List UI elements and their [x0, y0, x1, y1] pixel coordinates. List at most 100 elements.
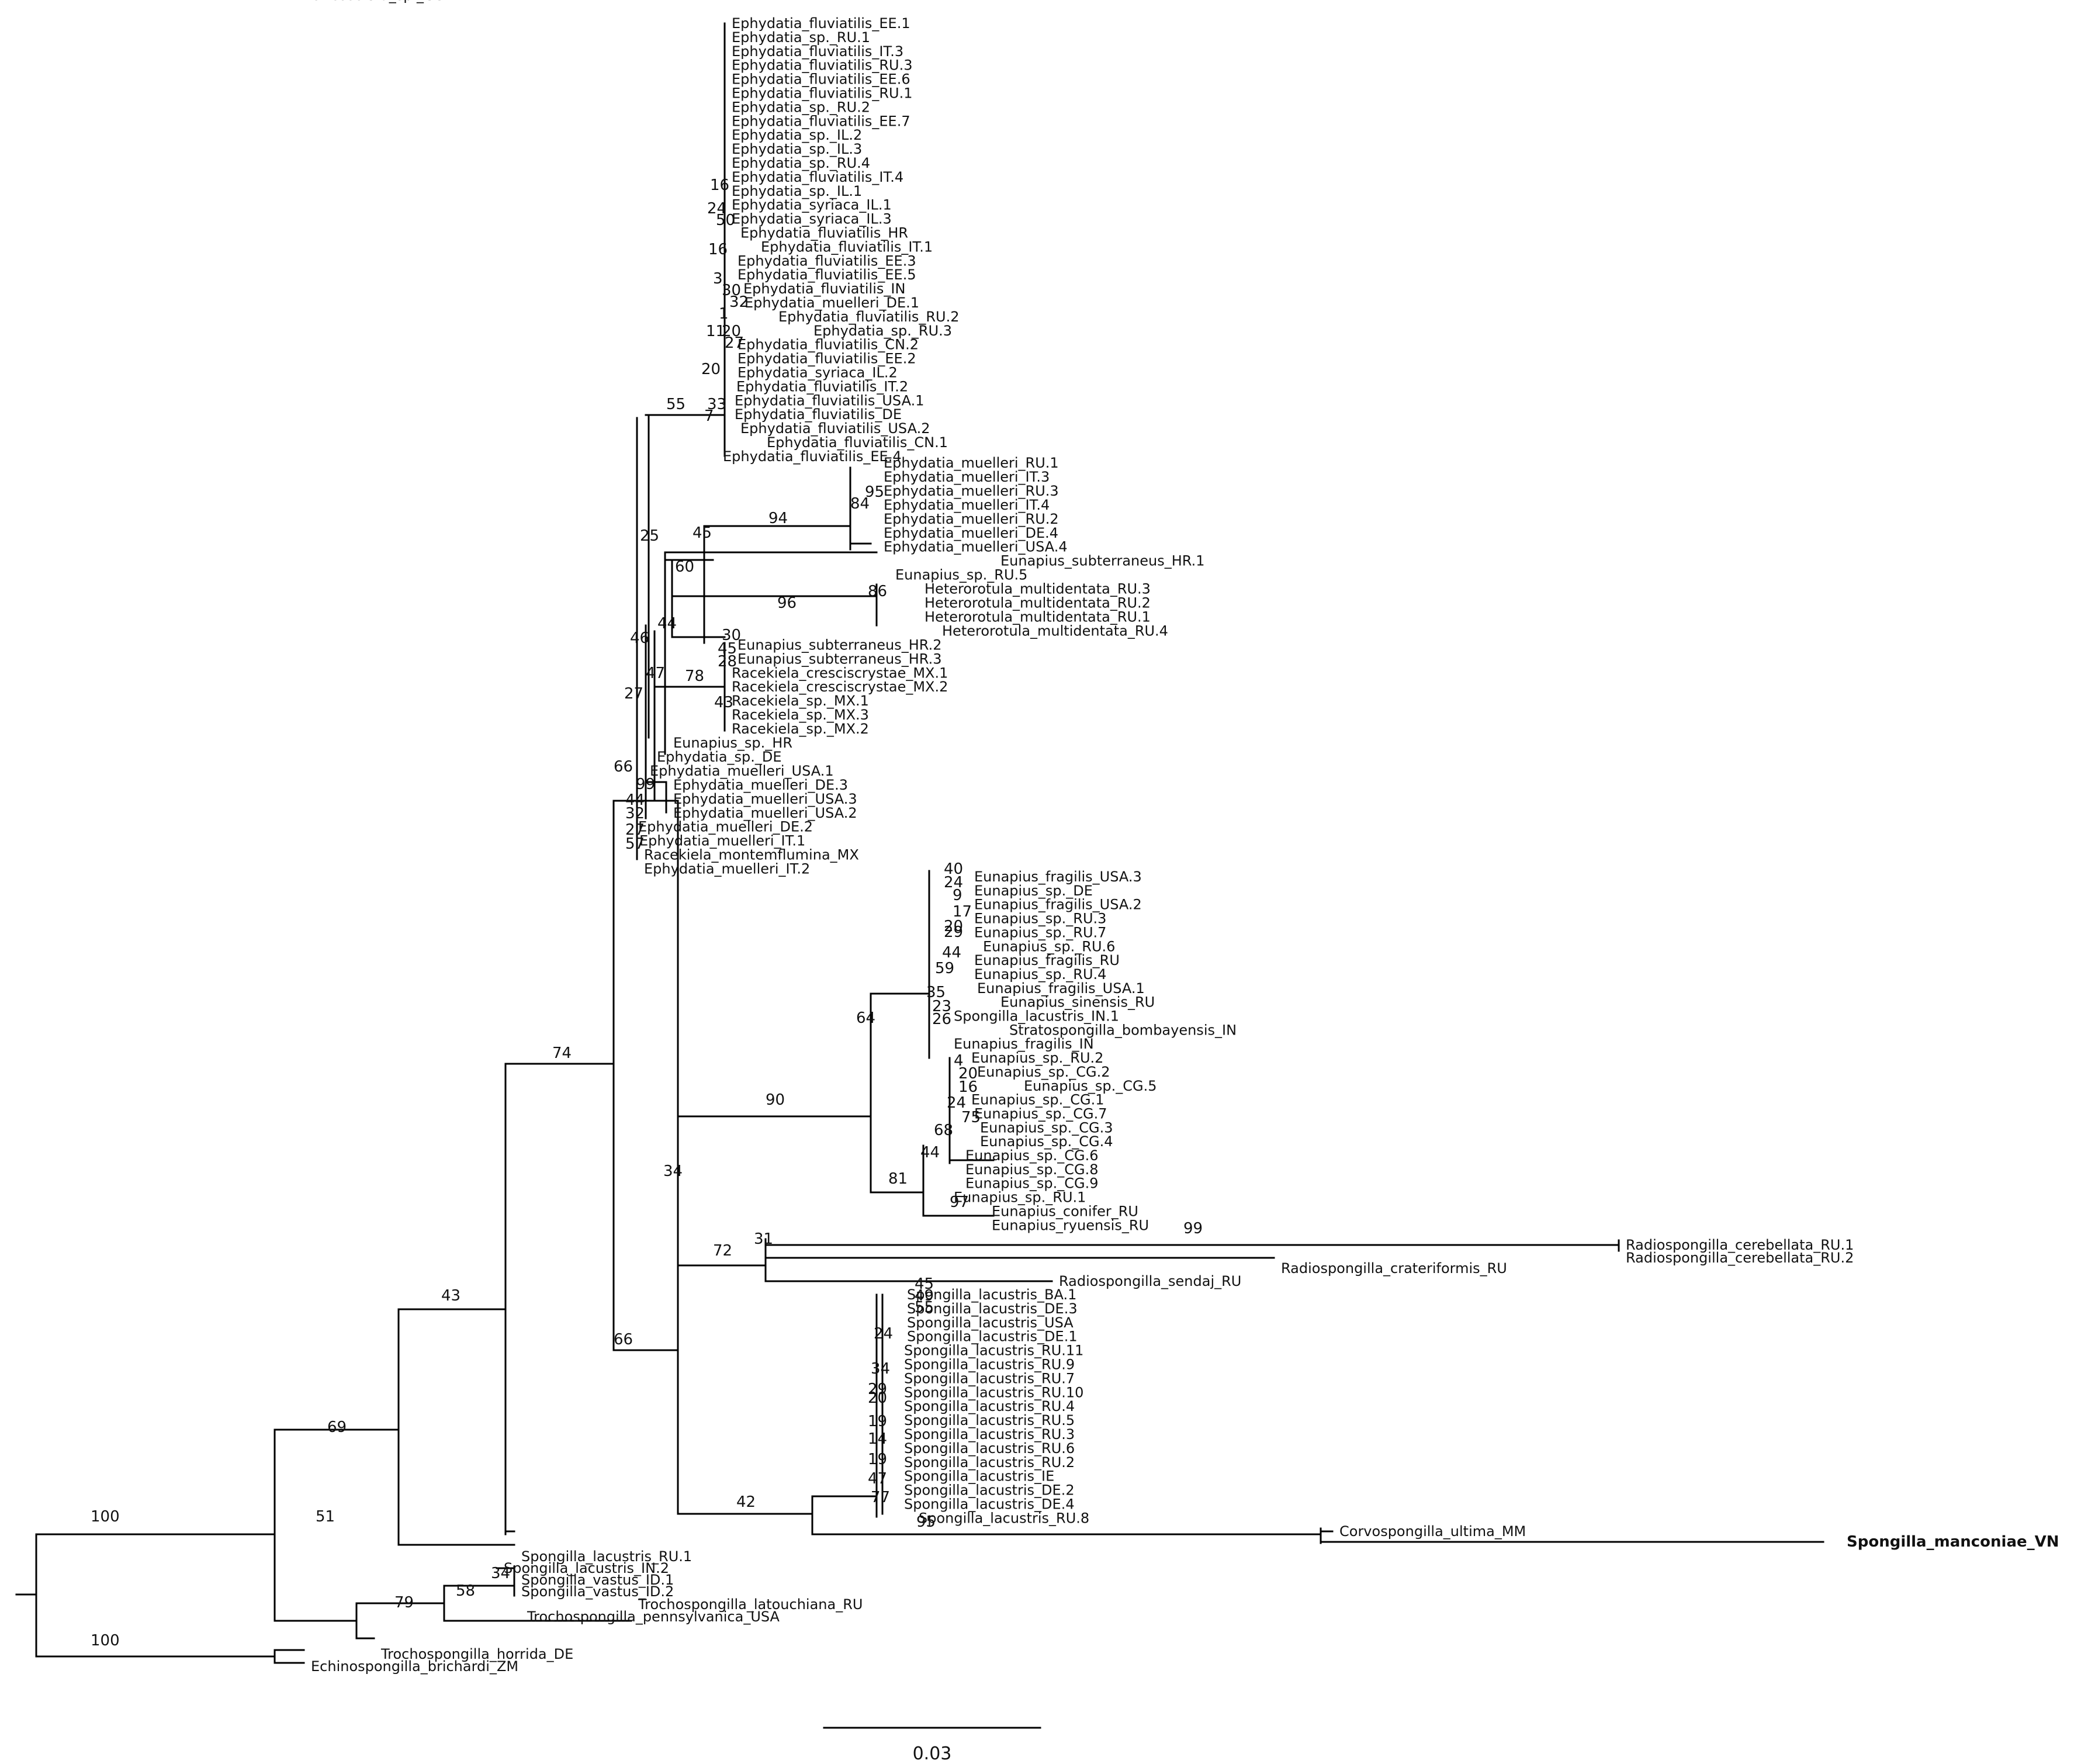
support-value: 86: [868, 583, 887, 600]
support-value: 24: [874, 1325, 893, 1343]
leaf-label: Spongilla_lacustris_RU.2: [904, 1454, 1075, 1471]
leaf-label: Spongilla_lacustris_RU.3: [904, 1426, 1075, 1443]
leaf-label: Ephydatia_syriaca_IL.2: [737, 365, 898, 381]
leaf-label: Eunapius_sp._DE: [974, 883, 1093, 899]
support-value: 96: [777, 594, 797, 612]
leaf-label: Racekiela_montemflumina_MX: [644, 847, 859, 863]
leaf-label: Spongilla_lacustris_RU.1: [521, 1548, 692, 1565]
leaf-label: Ephydatia_sp._RU.2: [732, 99, 870, 115]
support-value: 14: [868, 1430, 887, 1448]
support-value: 25: [640, 527, 659, 545]
support-value: 20: [868, 1389, 887, 1407]
leaf-label: Spongilla_lacustris_RU.6: [904, 1440, 1075, 1457]
leaf-label: Trochospongilla_latouchiana_RU: [638, 1596, 863, 1613]
support-value: 20: [722, 323, 741, 340]
support-value: 99: [636, 776, 655, 793]
leaf-label: Ephydatia_fluviatilis_EE.5: [737, 267, 916, 283]
tree-labels: Ephydatia_fluviatilis_EE.1Ephydatia_sp._…: [91, 0, 2059, 1675]
leaf-label: Ephydatia_fluviatilis_CN.2: [737, 337, 919, 353]
support-value: 59: [935, 960, 954, 977]
support-value: 35: [926, 984, 946, 1001]
support-value: 20: [958, 1065, 978, 1082]
leaf-label: Ephydatia_syriaca_IL.1: [732, 197, 892, 213]
support-value: 44: [920, 1144, 940, 1161]
leaf-label: Spongilla_lacustris_RU.5: [904, 1412, 1075, 1429]
leaf-label: Trochospongilla_horrida_DE: [380, 1646, 573, 1662]
leaf-label: Spongilla_lacustris_IE: [904, 1468, 1054, 1485]
support-value: 3: [713, 270, 723, 288]
leaf-label: Spongilla_lacustris_RU.8: [919, 1510, 1089, 1526]
leaf-label: Stratospongilla_bombayensis_IN: [1009, 1022, 1237, 1038]
leaf-label: Ephydatia_syriaca_IL.3: [732, 211, 892, 227]
support-value: 75: [961, 1109, 981, 1126]
leaf-label: Ephydatia_muelleri_IT.2: [644, 861, 810, 877]
leaf-label: Ephydatia_muelleri_USA.3: [673, 791, 857, 807]
leaf-label: Ephydatia_sp._IL.2: [732, 127, 862, 143]
leaf-label: Spongilla_lacustris_RU.7: [904, 1370, 1075, 1386]
support-value: 42: [736, 1493, 756, 1511]
support-value: 16: [710, 177, 729, 194]
leaf-label: Eunapius_fragilis_IN: [954, 1036, 1094, 1052]
leaf-label: Ephydatia_muelleri_USA.4: [884, 539, 1068, 555]
support-value: 78: [685, 667, 704, 685]
support-value: 26: [932, 1011, 951, 1028]
leaf-label: Ephydatia_fluviatilis_IT.3: [732, 43, 903, 60]
support-value: 16: [708, 241, 728, 258]
support-value: 19: [868, 1451, 887, 1468]
support-value: 81: [888, 1170, 908, 1188]
leaf-label: Spongilla_lacustris_RU.9: [904, 1357, 1075, 1373]
support-value: 72: [713, 1242, 732, 1260]
support-value: 30: [722, 282, 741, 299]
support-value: 60: [675, 558, 694, 576]
support-value: 27: [624, 685, 643, 703]
leaf-label: Eunapius_subterraneus_HR.2: [737, 637, 942, 653]
leaf-label: Ephydatia_fluviatilis_RU.2: [778, 309, 960, 325]
leaf-label: Eunapius_sp._RU.5: [895, 567, 1027, 583]
leaf-label: Ephydatia_sp._IL.1: [732, 183, 862, 199]
support-value: 11: [706, 323, 725, 340]
leaf-label: Ephydatia_fluviatilis_EE.6: [732, 71, 910, 88]
leaf-label: Ephydatia_fluviatilis_RU.3: [732, 57, 913, 74]
support-value: 57: [625, 835, 645, 853]
tree-branches: [15, 22, 1824, 1664]
leaf-label: Racekiela_sp._MX.1: [732, 693, 869, 709]
leaf-label: Racekiela_cresciscrystae_MX.2: [732, 679, 948, 695]
leaf-label: Ephydatia_fluviatilis_DE: [735, 406, 902, 423]
support-value: 100: [91, 1632, 120, 1649]
leaf-label: Eunapius_sp._RU.7: [974, 924, 1106, 940]
support-value: 40: [944, 860, 963, 878]
leaf-label: Radiospongilla_cerebellata_RU.1: [1626, 1237, 1854, 1253]
leaf-label: Eunapius_sp._CG.5: [1024, 1078, 1157, 1094]
leaf-label: Eunapius_sp._RU.3: [974, 911, 1106, 927]
leaf-label: Heterorotula_multidentata_RU.2: [924, 595, 1151, 611]
leaf-label: Radiospongilla_cerebellata_RU.2: [1626, 1250, 1854, 1266]
support-value: 100: [91, 1508, 120, 1526]
leaf-label: Heterorotula_multidentata_RU.3: [924, 581, 1151, 597]
leaf-label: Ephydatia_fluviatilis_USA.2: [740, 420, 930, 437]
support-value: 29: [944, 923, 963, 941]
scale-bar-label: 0.03: [913, 1744, 952, 1764]
support-value: 45: [692, 524, 712, 542]
leaf-label: Ephydatia_muelleri_USA.1: [650, 763, 834, 779]
leaf-label: Ephydatia_fluviatilis_EE.7: [732, 113, 910, 129]
leaf-label: Ephydatia_fluviatilis_HR: [740, 225, 908, 241]
support-value: 28: [718, 653, 737, 670]
leaf-label: Eunapius_sp._CG.7: [974, 1105, 1107, 1122]
leaf-label: Spongilla_lacustris_RU.11: [904, 1343, 1083, 1359]
leaf-label: Eunapius_sp._CG.4: [980, 1133, 1113, 1150]
support-value: 33: [707, 396, 726, 413]
support-value: 24: [947, 1094, 966, 1112]
support-value: 34: [871, 1360, 890, 1378]
leaf-label: Ephydatia_fluviatilis_IT.1: [761, 238, 933, 255]
support-value: 46: [630, 629, 649, 647]
leaf-label: Ephydatia_muelleri_IT.3: [884, 469, 1050, 485]
support-value: 97: [950, 1194, 969, 1211]
support-value: 32: [729, 293, 749, 311]
leaf-label: Spongilla_lacustris_DE.3: [907, 1300, 1078, 1317]
support-value: 51: [316, 1508, 335, 1526]
leaf-label: Eunapius_fragilis_USA.3: [974, 869, 1142, 885]
leaf-label: Ephydatia_muelleri_RU.1: [884, 455, 1059, 471]
support-value: 66: [614, 1331, 633, 1348]
leaf-label: Spongilla_lacustris_USA: [907, 1315, 1074, 1331]
leaf-label: Spongilla_lacustris_DE.1: [907, 1329, 1078, 1345]
